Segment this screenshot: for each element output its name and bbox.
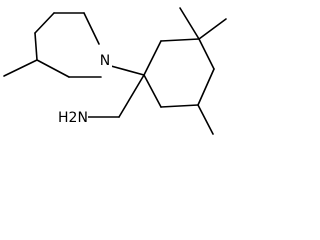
bond (36, 59, 70, 78)
methyl-bond (179, 7, 200, 40)
bond (143, 40, 162, 76)
bond (110, 65, 145, 76)
aminomethyl-bond (118, 74, 145, 118)
bond (198, 38, 215, 70)
structural-formula: N H2N (3, 7, 227, 135)
bond (197, 68, 215, 106)
bond (160, 38, 200, 42)
amine-group: H2N (58, 108, 88, 126)
bond (143, 74, 162, 108)
amine-label: H2N (58, 110, 88, 126)
molecule-canvas: N H2N (0, 0, 236, 142)
cyclohexane-ring (143, 38, 215, 108)
nitrogen-atom: N (98, 52, 112, 69)
methyl-bond (197, 104, 214, 135)
methyl-bond (198, 18, 227, 40)
bond (34, 32, 38, 61)
bond (160, 104, 199, 108)
bond (83, 12, 100, 45)
methyl-bond (3, 59, 38, 77)
bond (34, 12, 55, 34)
piperidine-ring (34, 12, 102, 78)
nitrogen-label: N (100, 53, 110, 69)
